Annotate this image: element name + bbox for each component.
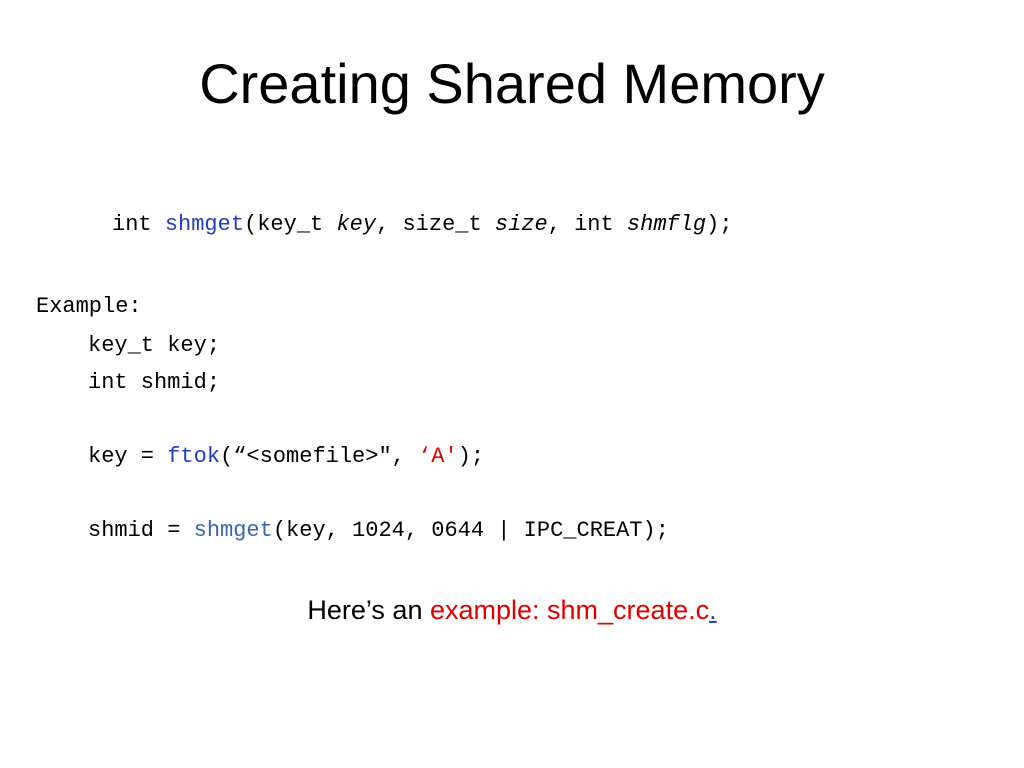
- sig-close-paren: );: [706, 212, 733, 237]
- shmget-function: shmget: [193, 518, 273, 543]
- footer-text: Here’s an example: shm_create.c.: [0, 592, 1024, 628]
- example-link[interactable]: example: shm_create.c: [429, 595, 710, 625]
- code-line-1: key_t key;: [88, 333, 221, 358]
- slide-title: Creating Shared Memory: [199, 52, 825, 115]
- code-line-3: key = ftok(“<somefile>", ‘A');: [88, 443, 484, 471]
- example-label: Example:: [36, 294, 142, 319]
- code-line-3-args: (“<somefile>",: [220, 444, 419, 469]
- ftok-function: ftok: [167, 444, 221, 469]
- sig-param1-name: key: [336, 212, 377, 237]
- sig-open-paren: (: [244, 212, 258, 237]
- code-line-4-prefix: shmid =: [88, 518, 194, 543]
- sig-param3-name: shmflg: [626, 212, 707, 237]
- sig-param2-type: size_t: [402, 212, 495, 237]
- code-line-3-suffix: );: [457, 444, 485, 469]
- code-line-2: int shmid;: [88, 370, 221, 395]
- sig-param3-type: int: [574, 212, 627, 237]
- function-signature: int shmget(key_t key, size_t size, int s…: [112, 211, 733, 239]
- code-line-4: shmid = shmget(key, 1024, 0644 | IPC_CRE…: [88, 517, 669, 545]
- sig-param2-name: size: [494, 212, 548, 237]
- sig-return-type: int: [112, 212, 165, 237]
- code-line-4-args: (key, 1024, 0644 | IPC_CREAT);: [272, 518, 669, 543]
- sig-param1-type: key_t: [257, 212, 337, 237]
- footer-link-period[interactable]: .: [709, 595, 717, 625]
- char-literal: ‘A': [418, 444, 458, 469]
- code-line-3-prefix: key =: [88, 444, 168, 469]
- sig-sep1: ,: [376, 212, 403, 237]
- sig-function-name: shmget: [164, 212, 245, 237]
- footer-prefix: Here’s an: [307, 595, 430, 625]
- sig-sep2: ,: [547, 212, 575, 237]
